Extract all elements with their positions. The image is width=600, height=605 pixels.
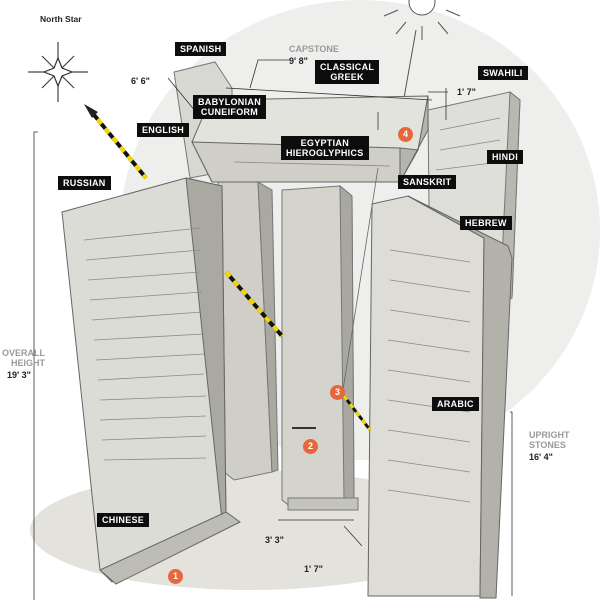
inner-back-pillar-edge	[257, 181, 279, 473]
star-icon	[28, 42, 88, 102]
right-front-stone	[367, 195, 485, 597]
inscription-lines	[83, 117, 501, 503]
upright-stones-label: UPRIGHT STONES	[529, 430, 570, 450]
label-spanish: SPANISH	[175, 42, 227, 56]
label-sanskrit: SANSKRIT	[398, 175, 457, 189]
base-depth: 1' 7"	[304, 564, 323, 574]
label-swahili: SWAHILI	[478, 66, 528, 80]
label-babylonian-cuneiform: BABYLONIAN CUNEIFORM	[193, 95, 266, 119]
label-arabic: ARABIC	[432, 397, 479, 411]
capstone-length: 9' 8"	[289, 56, 308, 66]
label-egyptian-hieroglyphics: EGYPTIAN HIEROGLYPHICS	[281, 136, 369, 160]
sun-slot-line	[341, 167, 379, 397]
marker-3: 3	[330, 385, 345, 400]
capstone-label: CAPSTONE	[289, 44, 339, 54]
base-width: 3' 3"	[265, 535, 284, 545]
center-pillar-base	[287, 497, 359, 511]
cap-height: 6' 6"	[131, 76, 150, 86]
upright-stones-value: 16' 4"	[529, 452, 553, 462]
sun-icon	[383, 0, 461, 40]
right-front-stone-edge	[407, 195, 513, 599]
north-star-sightline	[84, 104, 372, 431]
label-classical-greek: CLASSICAL GREEK	[315, 60, 380, 84]
label-hebrew: HEBREW	[460, 216, 512, 230]
dimension-lines	[33, 59, 513, 600]
north-star-label: North Star	[40, 14, 82, 24]
label-english: ENGLISH	[137, 123, 190, 137]
cap-thickness: 1' 7"	[457, 87, 476, 97]
marker-2: 2	[303, 439, 318, 454]
label-chinese: CHINESE	[97, 513, 150, 527]
label-russian: RUSSIAN	[58, 176, 111, 190]
label-hindi: HINDI	[487, 150, 523, 164]
overall-height-label: OVERALL HEIGHT	[1, 348, 45, 368]
overall-height-value: 19' 3"	[7, 370, 31, 380]
marker-4: 4	[398, 127, 413, 142]
left-front-stone-base	[99, 511, 241, 585]
marker-1: 1	[168, 569, 183, 584]
